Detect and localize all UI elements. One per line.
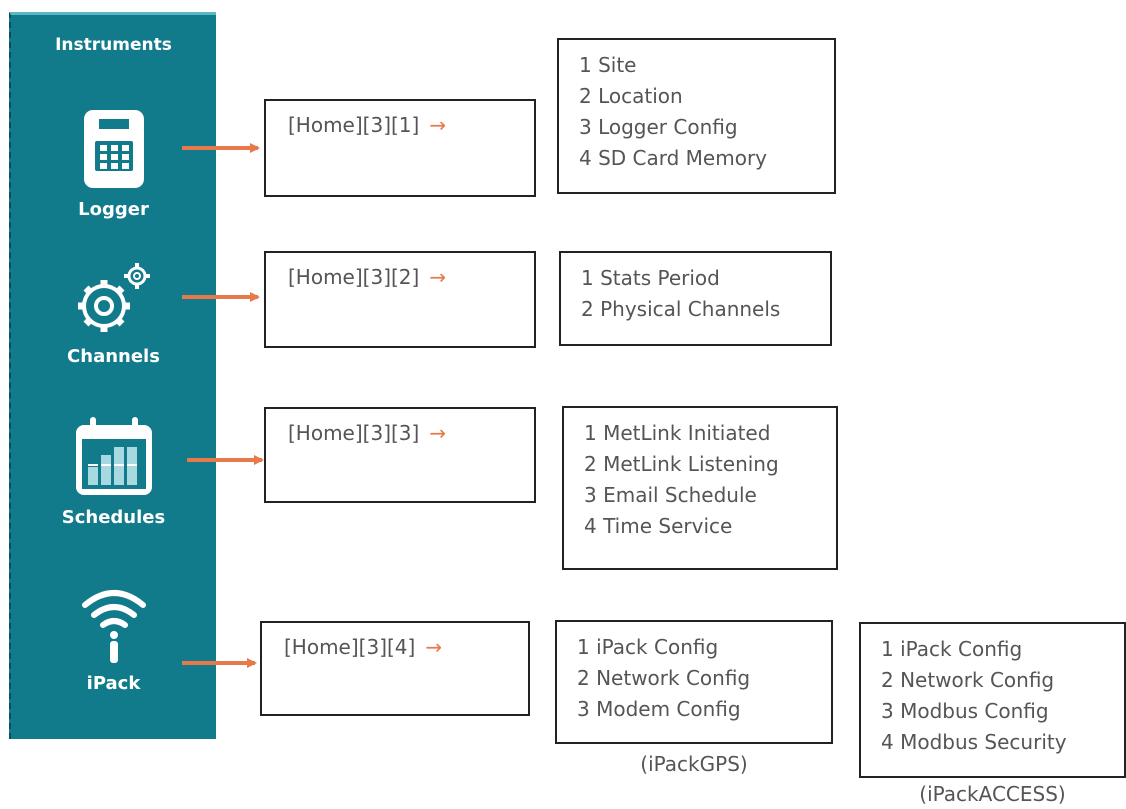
menu-item: 4 Modbus Security (881, 730, 1067, 754)
route-label: [Home][3][3] (288, 421, 420, 445)
sidebar-item-label: Schedules (61, 507, 166, 528)
gears-icon (77, 263, 150, 332)
menu-box-channels: 1 Stats Period 2 Physical Channels (559, 251, 832, 346)
menu-item: 1 iPack Config (881, 637, 1023, 661)
sidebar-title: Instruments (55, 35, 172, 55)
menu-item: 2 Network Config (577, 666, 751, 690)
route-label: [Home][3][4] (284, 635, 416, 659)
arrow-glyph: → (429, 113, 447, 137)
route-box-logger: [Home][3][1] → (264, 99, 536, 197)
menu-item: 1 Site (579, 53, 637, 77)
menu-item: 3 Modbus Config (881, 699, 1049, 723)
sidebar-item-label: Logger (78, 199, 149, 220)
arrow-glyph: → (429, 265, 447, 289)
arrow-glyph: → (425, 635, 443, 659)
menu-box-logger: 1 Site 2 Location 3 Logger Config 4 SD C… (557, 38, 836, 194)
menu-item: 3 Modem Config (577, 697, 741, 721)
caption-ipack-gps: (iPackGPS) (640, 752, 748, 776)
sidebar-item-logger[interactable]: Logger (11, 107, 216, 220)
menu-item: 1 Stats Period (581, 266, 720, 290)
menu-item: 1 MetLink Initiated (584, 421, 771, 445)
sidebar-item-channels[interactable]: Channels (11, 260, 216, 367)
sidebar-item-ipack[interactable]: iPack (11, 585, 216, 694)
menu-item: 3 Logger Config (579, 115, 738, 139)
wifi-icon (81, 590, 146, 663)
arrow-glyph: → (429, 421, 447, 445)
route-label: [Home][3][2] (288, 265, 420, 289)
calculator-icon (83, 110, 144, 188)
menu-box-ipack-access: 1 iPack Config 2 Network Config 3 Modbus… (859, 622, 1126, 778)
menu-item: 4 SD Card Memory (579, 146, 768, 170)
route-label: [Home][3][1] (288, 113, 420, 137)
menu-item: 2 Network Config (881, 668, 1055, 692)
menu-item: 2 MetLink Listening (584, 452, 779, 476)
route-box-channels: [Home][3][2] → (264, 251, 536, 348)
route-box-ipack: [Home][3][4] → (260, 621, 530, 716)
menu-item: 1 iPack Config (577, 635, 719, 659)
menu-item: 4 Time Service (584, 514, 733, 538)
menu-box-schedules: 1 MetLink Initiated 2 MetLink Listening … (562, 406, 838, 570)
menu-item: 3 Email Schedule (584, 483, 757, 507)
calendar-icon (75, 417, 152, 495)
sidebar-item-schedules[interactable]: Schedules (11, 415, 216, 528)
route-box-schedules: [Home][3][3] → (264, 407, 536, 503)
instruments-sidebar: Instruments Logger (9, 12, 216, 739)
menu-item: 2 Physical Channels (581, 297, 781, 321)
menu-item: 2 Location (579, 84, 683, 108)
caption-ipack-access: (iPackACCESS) (919, 782, 1066, 806)
sidebar-item-label: iPack (86, 673, 141, 694)
sidebar-item-label: Channels (67, 346, 160, 367)
menu-box-ipack-gps: 1 iPack Config 2 Network Config 3 Modem … (555, 620, 833, 744)
